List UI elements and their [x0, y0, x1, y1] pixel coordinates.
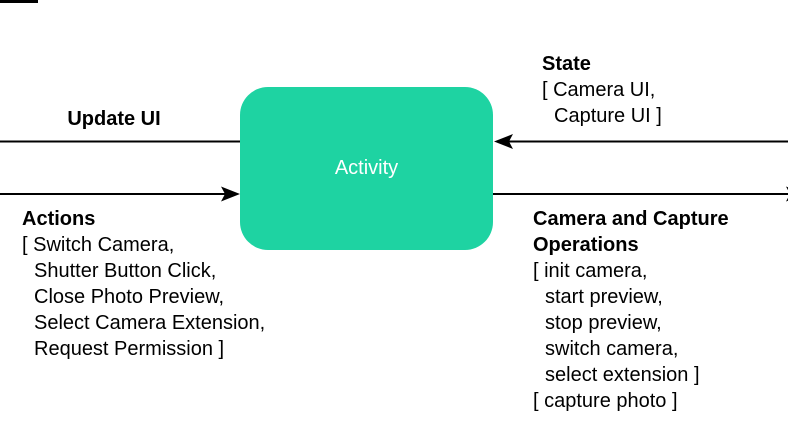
activity-label: Activity	[334, 157, 399, 179]
actions-title: Actions	[22, 208, 96, 230]
actions-item: Close Photo Preview,	[34, 286, 225, 308]
operations-title-line2: Operations	[533, 234, 639, 256]
operations-item: switch camera,	[545, 338, 679, 360]
operations-title-line1: Camera and Capture	[533, 208, 729, 230]
actions-item: Select Camera Extension,	[34, 312, 266, 334]
top-left-crop-artifact	[0, 0, 38, 3]
state-arrowhead-icon	[494, 134, 513, 149]
update-ui-label: Update UI	[67, 108, 161, 130]
actions-item: Request Permission ]	[34, 338, 225, 360]
activity-node: Activity	[240, 87, 493, 250]
operations-item: stop preview,	[545, 312, 662, 334]
operations-item: start preview,	[545, 286, 663, 308]
actions-item: Shutter Button Click,	[34, 260, 217, 282]
state-title: State	[542, 53, 591, 75]
actions-block: Actions [ Switch Camera, Shutter Button …	[22, 206, 265, 362]
state-block: State [ Camera UI, Capture UI ]	[542, 51, 662, 129]
actions-arrowhead-icon	[221, 186, 240, 202]
actions-item: [ Switch Camera,	[22, 234, 175, 256]
state-item: Capture UI ]	[554, 105, 662, 127]
operations-item: select extension ]	[545, 364, 700, 386]
operations-block: Camera and Capture Operations [ init cam…	[533, 206, 729, 414]
operations-item: [ init camera,	[533, 260, 648, 282]
state-item: [ Camera UI,	[542, 79, 656, 101]
operations-item: [ capture photo ]	[533, 390, 678, 412]
